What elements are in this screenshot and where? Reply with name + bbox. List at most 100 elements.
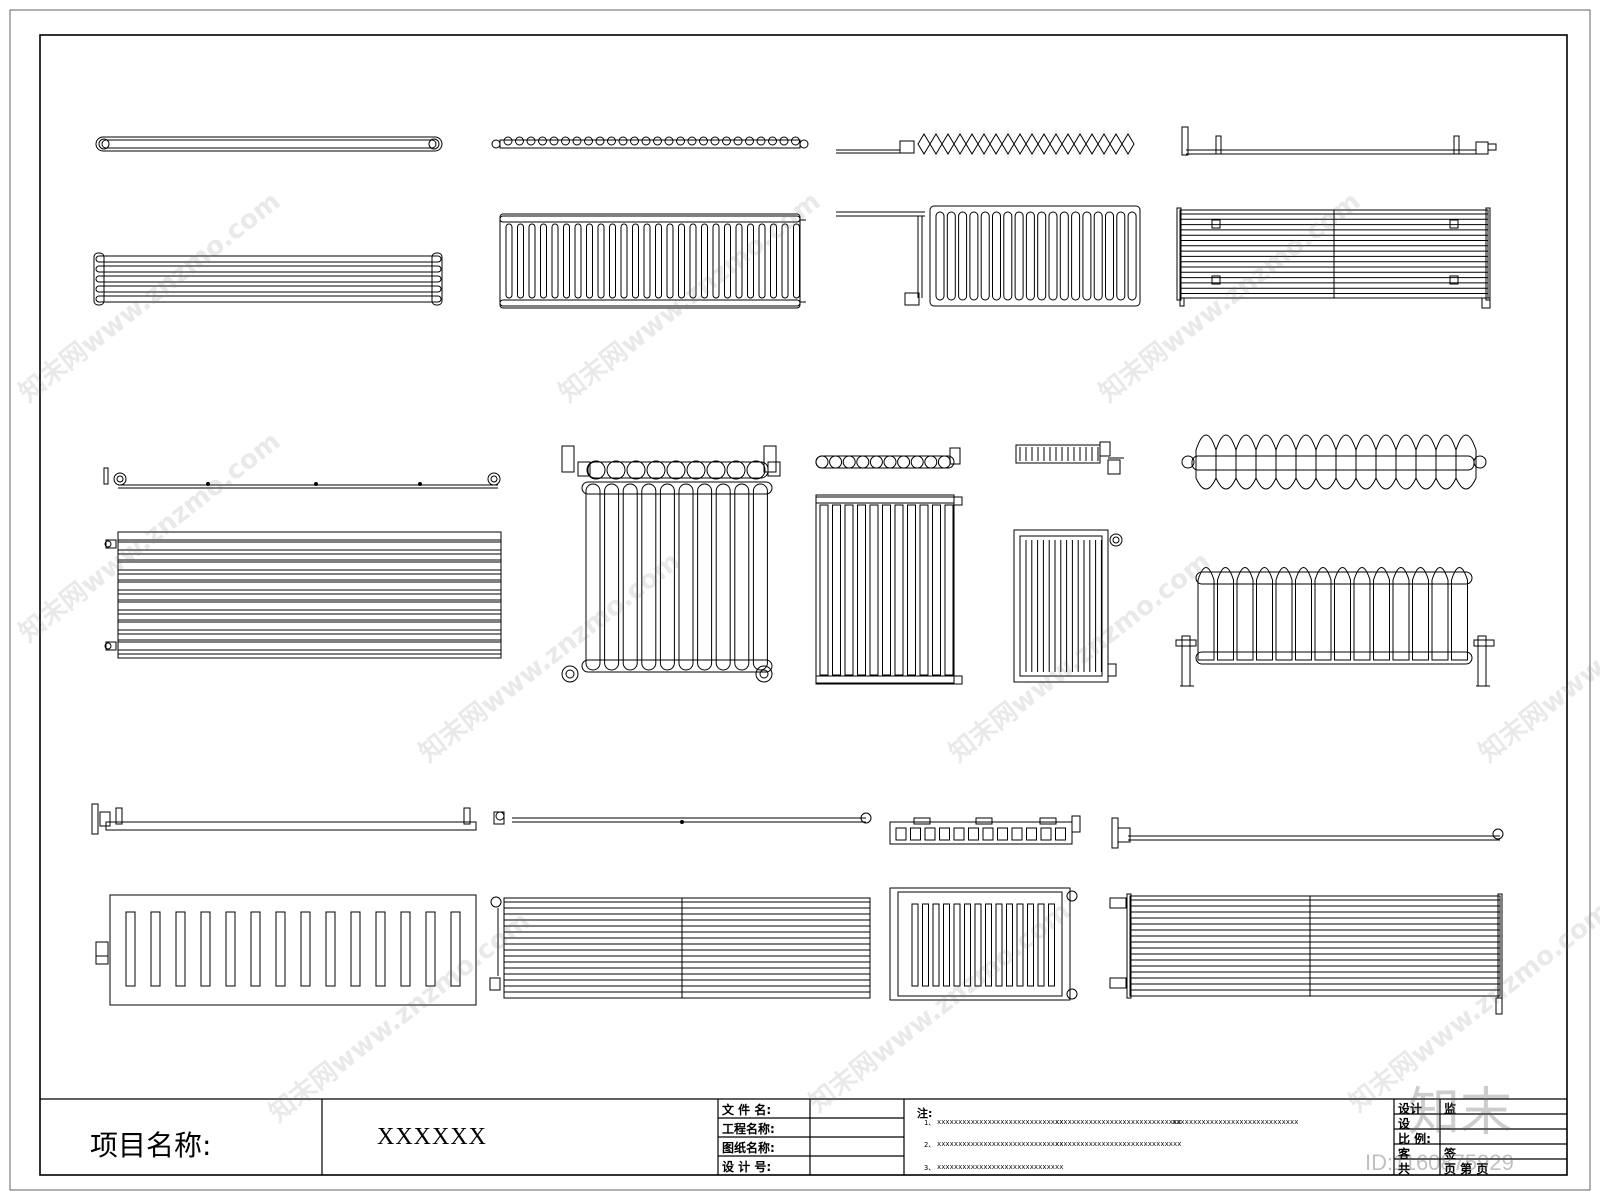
note-3-number: 3、 — [924, 1164, 936, 1172]
line-art-detail — [756, 136, 766, 146]
line-art-detail — [1073, 133, 1087, 155]
line-art-detail — [586, 460, 606, 480]
line-art-detail — [125, 911, 136, 987]
line-art-detail — [1059, 211, 1069, 301]
line-art-detail — [770, 223, 777, 299]
radiator-2-top-view — [491, 136, 809, 149]
line-art-detail — [1049, 133, 1063, 155]
line-art-detail — [747, 223, 754, 299]
radiator-1-front-view — [93, 252, 443, 306]
line-art-detail — [687, 136, 697, 146]
line-art-detail — [1085, 133, 1099, 155]
line-art-detail — [1315, 434, 1337, 490]
line-art-detail — [1025, 133, 1039, 155]
line-art-detail — [641, 483, 657, 671]
line-art-detail — [1395, 434, 1417, 490]
line-art-detail — [1001, 133, 1015, 155]
line-art-detail — [1048, 903, 1055, 987]
line-art-detail — [117, 609, 502, 615]
line-art-detail — [829, 455, 843, 469]
line-art-detail — [941, 133, 955, 155]
line-art-detail — [1235, 434, 1257, 490]
line-art-detail — [1197, 567, 1215, 661]
line-art-detail — [929, 133, 943, 155]
line-art-detail — [1256, 567, 1273, 661]
line-art-detail — [1006, 903, 1013, 987]
line-art-detail — [117, 589, 502, 595]
line-art-detail — [1255, 434, 1277, 490]
line-art-detail — [505, 223, 513, 299]
line-art-detail — [779, 136, 789, 146]
line-art-detail — [924, 827, 936, 841]
sheet-border — [9, 9, 1591, 1191]
line-art-detail — [609, 223, 616, 299]
line-art-detail — [969, 211, 979, 301]
design-label: 设 — [1398, 1117, 1411, 1131]
line-art-detail — [989, 133, 1003, 155]
line-art-detail — [653, 136, 662, 146]
radiator-10-front-view — [95, 894, 477, 1006]
line-art-detail — [946, 211, 956, 301]
line-art-detail — [1353, 567, 1371, 661]
line-art-detail — [604, 483, 620, 671]
line-art-detail — [561, 136, 570, 146]
line-art-detail — [375, 911, 386, 987]
line-art-detail — [746, 460, 766, 480]
line-art-detail — [300, 911, 311, 987]
radiator-4-top-view — [1181, 126, 1497, 156]
line-art-detail — [1236, 567, 1254, 661]
radiator-13-top-view — [1111, 817, 1504, 849]
line-art-detail — [919, 504, 929, 676]
line-art-detail — [968, 827, 979, 841]
radiator-9-top-view — [1181, 434, 1487, 490]
line-art-detail — [734, 483, 750, 671]
line-art-detail — [932, 903, 940, 987]
line-art-detail — [897, 455, 911, 469]
line-art-detail — [117, 619, 502, 623]
drawing-name-label: 图纸名称: — [722, 1141, 775, 1155]
line-art-detail — [1016, 903, 1024, 987]
line-art-detail — [944, 504, 954, 676]
line-art-detail — [985, 903, 992, 987]
line-art-detail — [1093, 211, 1103, 301]
line-art-detail — [517, 223, 524, 299]
line-art-detail — [953, 903, 961, 987]
line-art-detail — [620, 223, 628, 299]
line-art-detail — [1116, 211, 1126, 301]
note-2-part-2: xxxxxxxxxxxxxxxxxxxxxxxxxxxxxx — [1055, 1140, 1182, 1148]
line-art-detail — [538, 136, 547, 146]
line-art-detail — [758, 223, 766, 299]
line-art-detail — [200, 911, 211, 987]
line-art-detail — [1314, 567, 1332, 661]
line-art-detail — [117, 559, 502, 563]
line-art-detail — [686, 460, 706, 480]
line-art-detail — [584, 136, 593, 146]
line-art-detail — [574, 223, 582, 299]
line-art-detail — [572, 136, 582, 146]
line-art-detail — [1127, 211, 1137, 301]
title-block — [40, 1098, 1567, 1175]
line-art-detail — [1055, 827, 1066, 841]
line-art-detail — [992, 211, 1001, 301]
line-art-detail — [450, 911, 461, 987]
line-art-detail — [1082, 211, 1092, 301]
line-art-detail — [597, 223, 605, 299]
designer-label: 设计 — [1398, 1102, 1423, 1116]
line-art-detail — [678, 483, 694, 671]
project-name-label: 项目名称: — [90, 1129, 212, 1162]
line-art-detail — [678, 223, 685, 299]
client-sign-label: 客 — [1398, 1147, 1411, 1161]
line-art-detail — [1071, 211, 1081, 301]
line-art-detail — [793, 223, 800, 299]
line-art-detail — [1037, 903, 1045, 987]
watermark-logo: 知末 — [1408, 1083, 1513, 1143]
line-art-detail — [117, 539, 502, 543]
line-art-detail — [350, 911, 361, 987]
radiator-5-front-view — [104, 531, 502, 659]
radiator-11-front-view — [489, 896, 871, 999]
radiator-5-top-view — [103, 467, 501, 489]
line-art-detail — [551, 223, 559, 299]
line-art-detail — [150, 911, 161, 987]
line-art-detail — [563, 223, 570, 299]
line-art-detail — [869, 504, 879, 676]
